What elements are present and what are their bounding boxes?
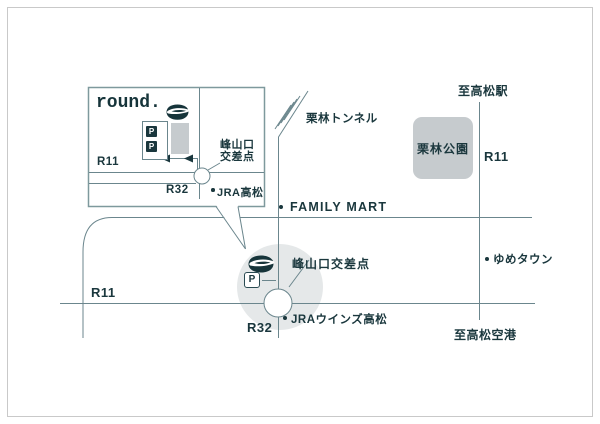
dest-takamatsu-station-label: 至高松駅 [458, 84, 509, 98]
route-r11-west-label: R11 [91, 285, 116, 300]
inset-route-arrow-line [165, 158, 198, 172]
inset-intersection-label-line2: 交差点 [220, 151, 255, 163]
inset-building-block [171, 123, 189, 154]
poi-bullet [485, 257, 489, 261]
inset-intersection-label-line1: 峰山口 [220, 139, 255, 151]
tunnel-hatch-icon [283, 95, 301, 121]
route-r32-label: R32 [247, 320, 273, 335]
ritsurin-tunnel-label: 栗林トンネル [306, 113, 378, 125]
tunnel-hatch-icon [277, 101, 295, 127]
tunnel-hatch-icon [280, 98, 298, 124]
road-west-curve [82, 217, 113, 338]
poi-bullet [211, 188, 215, 192]
left-arrowhead-icon [184, 154, 193, 163]
inset-leader-line [207, 162, 221, 171]
mineyamaguchi-intersection-circle [263, 288, 293, 318]
yume-town-label: ゆめタウン [493, 254, 553, 266]
ritsurin-park-label: 栗林公園 [416, 141, 469, 156]
mineyamaguchi-intersection-label: 峰山口交差点 [292, 257, 371, 271]
round-logo-text: round. [96, 93, 161, 113]
intersection-leader-line [288, 259, 310, 288]
jra-wins-takamatsu-label: JRAウインズ高松 [291, 314, 388, 326]
inset-route-r11-label: R11 [97, 156, 119, 168]
route-r11-east-label: R11 [484, 149, 509, 164]
inset-parking-chip: P [146, 141, 157, 152]
callout-tail-outline [215, 206, 246, 250]
parking-sign: P [244, 272, 260, 288]
inset-jra-takamatsu-label: JRA高松 [217, 187, 264, 199]
roads [60, 90, 535, 338]
road-r32-tunnel-vertical [278, 90, 309, 338]
ritsurin-park-block [413, 117, 473, 179]
family-mart-label: FAMILY MART [290, 200, 388, 214]
round-logo-icon [166, 104, 190, 120]
inset-route-r32-label: R32 [166, 184, 189, 196]
inset-intersection-label: 峰山口 交差点 [220, 139, 255, 163]
poi-bullet [283, 316, 287, 320]
tunnel-hatch-icon [274, 104, 292, 130]
dest-takamatsu-airport-label: 至高松空港 [454, 328, 517, 342]
inset-parking-chip: P [146, 126, 157, 137]
inset-intersection-circle [193, 167, 211, 185]
poi-bullet [279, 205, 283, 209]
round-logo-icon [248, 255, 275, 273]
outer-border [7, 7, 593, 417]
